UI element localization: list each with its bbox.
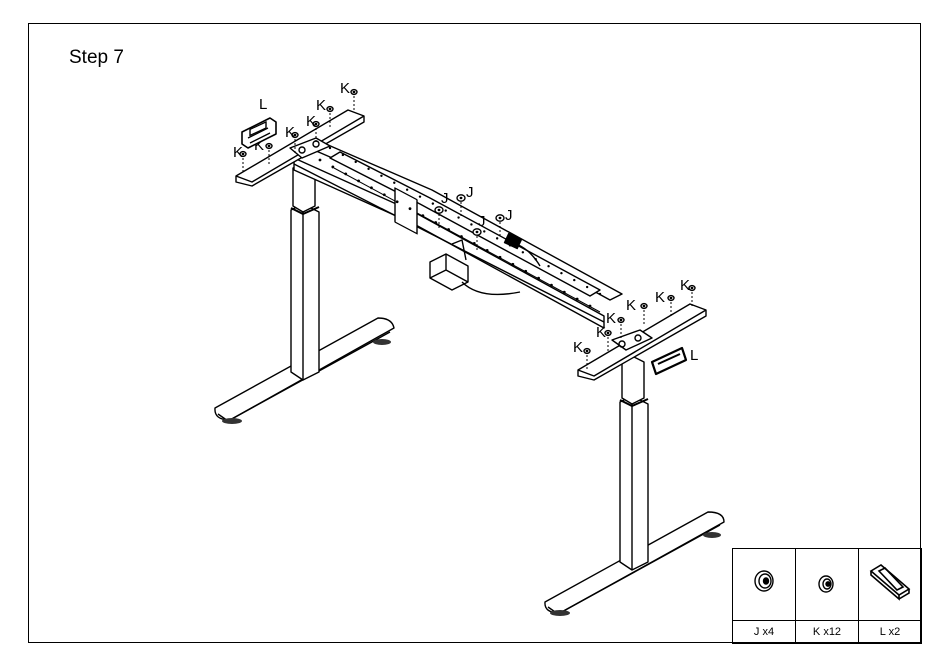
rail-hole	[496, 237, 498, 239]
rail-hole	[573, 279, 575, 281]
rail-hole	[586, 286, 588, 288]
part-k: K x12	[796, 549, 859, 643]
part-k-label: K x12	[796, 620, 858, 643]
k-screw-12-label: K	[680, 277, 690, 294]
rail-hole	[357, 179, 360, 182]
rail-hole	[576, 298, 579, 301]
k-screw-10: K	[626, 297, 647, 324]
rail-hole	[470, 223, 472, 225]
callout-l-left: L	[259, 96, 267, 113]
rail-hole	[457, 216, 459, 218]
rail-hole	[393, 182, 395, 184]
k-screw-1: K	[233, 144, 246, 172]
k-screw-9-label: K	[606, 310, 616, 327]
l-plate-right	[652, 348, 686, 374]
crossbar	[294, 138, 622, 328]
k-screw-8-label: K	[596, 324, 606, 341]
rail-hole	[589, 305, 592, 308]
rail-hole	[560, 272, 562, 274]
k-screw-8: K	[596, 324, 611, 351]
rail-hole	[344, 173, 347, 176]
k-screw-7: K	[573, 339, 590, 369]
rail-hole	[434, 221, 437, 224]
rail-hole	[550, 284, 553, 287]
rail-hole	[380, 175, 382, 177]
part-j: J x4	[733, 549, 796, 643]
rail-hole	[486, 249, 489, 252]
k-screw-6-label: K	[340, 80, 350, 97]
rail-hole	[329, 147, 331, 149]
parts-legend: J x4 K x12 L x2	[732, 548, 922, 644]
rail-hole	[409, 207, 412, 210]
rail-hole	[483, 230, 485, 232]
callout-l-right: L	[690, 347, 698, 364]
k-screw-4-label: K	[306, 113, 316, 130]
k-screw-7-label: K	[573, 339, 583, 356]
rail-hole	[342, 154, 344, 156]
rail-hole	[421, 214, 424, 217]
part-j-label: J x4	[733, 620, 795, 643]
rail-hole	[511, 263, 514, 266]
rail-hole	[419, 195, 421, 197]
rail-hole	[370, 186, 373, 189]
part-l-label: L x2	[859, 620, 921, 643]
k-screw-3-label: K	[285, 124, 295, 141]
rail-hole	[473, 242, 476, 245]
right-leg	[545, 356, 724, 616]
rail-hole	[383, 193, 386, 196]
rail-hole	[445, 209, 447, 211]
rail-hole	[499, 256, 502, 259]
rail-hole	[547, 265, 549, 267]
j-screw-2-label: J	[466, 184, 474, 201]
rail-hole	[331, 166, 334, 169]
rail-hole	[537, 277, 540, 280]
part-l: L x2	[859, 549, 921, 643]
k-screw-12: K	[680, 277, 695, 306]
rail-hole	[522, 251, 524, 253]
k-screw-6: K	[340, 80, 357, 110]
j-screw-3-label: J	[478, 213, 486, 230]
rail-hole	[367, 168, 369, 170]
rail-hole	[319, 159, 322, 162]
rail-hole	[432, 202, 434, 204]
k-screw-10-label: K	[626, 297, 636, 314]
j-screw-1-label: J	[441, 190, 449, 207]
rail-hole	[599, 293, 601, 295]
rail-hole	[524, 270, 527, 273]
rail-hole	[406, 189, 408, 191]
rail-hole	[447, 228, 450, 231]
j-screw-4-label: J	[505, 207, 513, 224]
k-screw-11: K	[655, 289, 674, 316]
rail-hole	[563, 291, 566, 294]
rail-hole	[460, 235, 463, 238]
k-screw-11-label: K	[655, 289, 665, 306]
rail-hole	[355, 161, 357, 163]
rail-hole	[396, 200, 399, 203]
k-screw-5-label: K	[316, 97, 326, 114]
k-screw-1-label: K	[233, 144, 243, 161]
